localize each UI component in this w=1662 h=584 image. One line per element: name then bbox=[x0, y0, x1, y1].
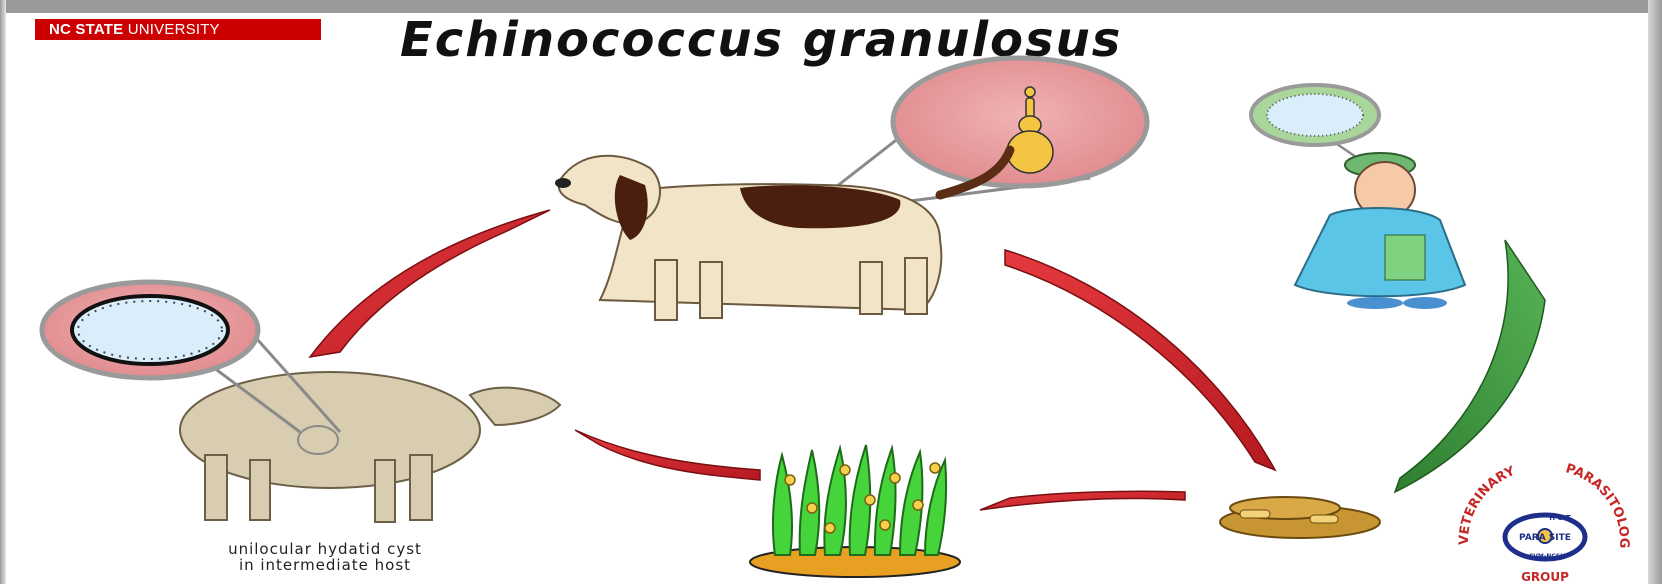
logo-arc-left-text: VETERINARY bbox=[1457, 464, 1518, 545]
logo-center-text: PARA SITE bbox=[1519, 533, 1571, 543]
logo-sub-text: CVM-NCSU bbox=[1529, 553, 1565, 560]
logo-bottom-text: GROUP bbox=[1521, 570, 1569, 584]
caption-line-2: in intermediate host bbox=[160, 557, 490, 573]
sheep-caption: unilocular hydatid cyst in intermediate … bbox=[160, 541, 490, 573]
logo-arc-right-text: PARASITOLOGY bbox=[0, 0, 1631, 548]
caption-line-1: unilocular hydatid cyst bbox=[160, 541, 490, 557]
logo-arc-right: PARASITOLOGY bbox=[0, 0, 1631, 548]
logo-small-text: H O T bbox=[1549, 514, 1571, 522]
logo-arc-left: VETERINARY bbox=[1457, 464, 1518, 545]
